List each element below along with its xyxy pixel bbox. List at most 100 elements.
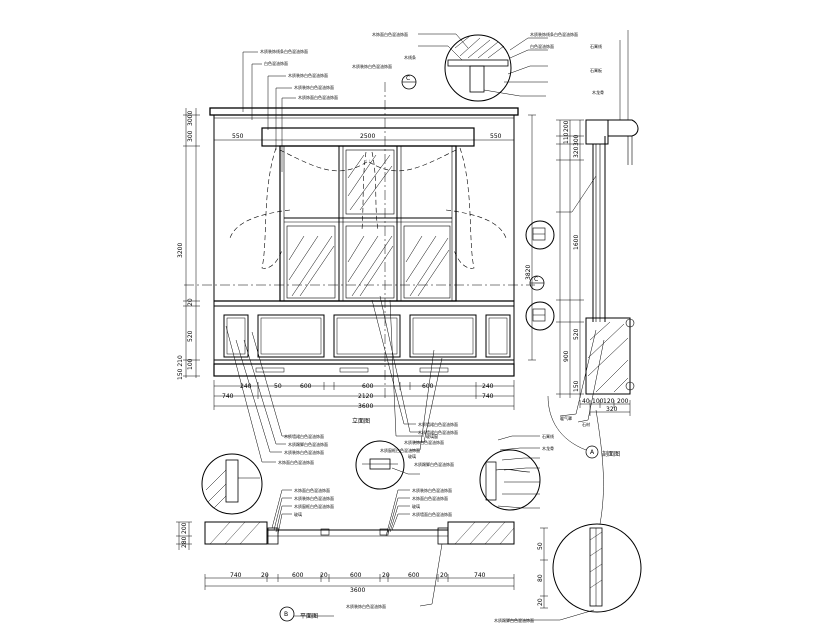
svg-text:木质墙裙白色混油饰面: 木质墙裙白色混油饰面 — [284, 433, 324, 439]
svg-text:300: 300 — [573, 134, 580, 146]
dim-bottom-row1: 240 50 600 600 600 240 — [240, 383, 494, 390]
svg-text:740: 740 — [474, 572, 486, 579]
svg-text:320: 320 — [606, 406, 618, 413]
svg-text:740: 740 — [222, 393, 234, 400]
svg-text:玻璃窗: 玻璃窗 — [426, 433, 438, 439]
svg-text:木质墙裙白色混油饰面: 木质墙裙白色混油饰面 — [418, 421, 458, 427]
plan-caption: 平面图 — [300, 613, 318, 620]
svg-text:200: 200 — [617, 398, 629, 405]
svg-text:木质装饰白色混油饰面: 木质装饰白色混油饰面 — [404, 439, 444, 445]
svg-text:20: 20 — [187, 298, 194, 306]
detail-br-dims: 50 80 20 — [537, 542, 544, 606]
svg-text:20: 20 — [261, 572, 269, 579]
svg-text:2120: 2120 — [358, 393, 373, 400]
svg-text:600: 600 — [408, 572, 420, 579]
side-section-view — [556, 30, 639, 423]
svg-text:木线条: 木线条 — [404, 54, 416, 60]
svg-text:木质窗框白色混油饰面: 木质窗框白色混油饰面 — [294, 503, 334, 509]
svg-text:20: 20 — [320, 572, 328, 579]
svg-text:木质装饰线条白色混油饰面: 木质装饰线条白色混油饰面 — [530, 31, 578, 37]
svg-text:600: 600 — [300, 383, 312, 390]
svg-text:白色混油饰面: 白色混油饰面 — [264, 60, 288, 66]
svg-text:200: 200 — [563, 120, 570, 132]
wainscot — [213, 300, 515, 377]
svg-text:石膏线: 石膏线 — [590, 43, 602, 49]
svg-text:20: 20 — [537, 598, 544, 606]
svg-text:木质墙裙白色混油饰面: 木质墙裙白色混油饰面 — [418, 429, 458, 435]
svg-text:木饰面白色混油饰面: 木饰面白色混油饰面 — [372, 31, 408, 37]
dim-top-right: 550 — [490, 133, 502, 140]
elevation-cornice — [209, 107, 519, 116]
svg-text:石膏线: 石膏线 — [542, 433, 554, 439]
svg-text:木龙骨: 木龙骨 — [592, 89, 604, 95]
detail-circle-plan-center — [355, 440, 420, 490]
callouts-elev-center: 木质墙裙白色混油饰面 玻璃窗 木质窗框白色混油饰面 — [380, 421, 458, 453]
svg-text:520: 520 — [573, 328, 580, 340]
window-frame — [279, 145, 457, 302]
svg-text:玻璃: 玻璃 — [294, 511, 302, 517]
svg-text:600: 600 — [362, 383, 374, 390]
svg-text:50: 50 — [537, 542, 544, 550]
section-marker-plan — [279, 606, 295, 622]
svg-text:520: 520 — [187, 330, 194, 342]
svg-text:900: 900 — [563, 350, 570, 362]
svg-text:100: 100 — [592, 398, 604, 405]
side-marker-label: A — [590, 449, 595, 456]
callout-bottom-right: 木质踢脚白色混油饰面 — [494, 617, 534, 623]
dim-total-width: 3600 — [358, 403, 373, 410]
svg-text:740: 740 — [230, 572, 242, 579]
plan-view — [176, 489, 515, 622]
svg-text:木质装饰线条白色混油饰面: 木质装饰线条白色混油饰面 — [260, 48, 308, 54]
svg-text:3000: 3000 — [187, 111, 194, 126]
svg-text:木质踢脚白色混油饰面: 木质踢脚白色混油饰面 — [414, 461, 454, 467]
callout-plan-bottom: 木质装饰白色混油饰面 — [346, 603, 386, 609]
curtains — [229, 147, 507, 269]
svg-text:600: 600 — [292, 572, 304, 579]
svg-text:石膏板: 石膏板 — [590, 67, 602, 73]
svg-text:300: 300 — [187, 130, 194, 142]
callouts-plan-left: 木饰面白色混油饰面 木质装饰白色混油饰面 木质窗框白色混油饰面 玻璃 — [294, 487, 334, 517]
svg-text:玻璃: 玻璃 — [408, 453, 416, 459]
svg-text:木质装饰白色混油饰面: 木质装饰白色混油饰面 — [294, 84, 334, 90]
svg-text:110: 110 — [563, 132, 570, 144]
svg-text:600: 600 — [350, 572, 362, 579]
svg-text:1600: 1600 — [573, 235, 580, 250]
elevation-dimensions — [183, 108, 536, 410]
detail-circle-side-upper — [525, 220, 555, 250]
svg-text:木质窗框白色混油饰面: 木质窗框白色混油饰面 — [380, 447, 420, 453]
dim-left-vertical: 3000 300 3200 20 520 100 150 210 — [177, 111, 194, 380]
detail-circle-bottom-right — [508, 409, 642, 621]
plan-marker-label: B — [284, 611, 288, 618]
svg-text:木饰面白色混油饰面: 木饰面白色混油饰面 — [278, 459, 314, 465]
svg-text:木饰面白色混油饰面: 木饰面白色混油饰面 — [294, 487, 330, 493]
detail-circle-top — [418, 33, 548, 102]
svg-text:木质墙面白色混油饰面: 木质墙面白色混油饰面 — [412, 511, 452, 517]
svg-text:740: 740 — [482, 393, 494, 400]
svg-text:120: 120 — [603, 398, 615, 405]
glass-hatch — [288, 154, 450, 297]
svg-text:木质装饰白色混油饰面: 木质装饰白色混油饰面 — [284, 449, 324, 455]
dim-top-center: 2500 — [360, 133, 375, 140]
dim-bottom-row2: 740 2120 740 — [222, 393, 494, 400]
svg-text:240: 240 — [482, 383, 494, 390]
svg-text:木质装饰白色混油饰面: 木质装饰白色混油饰面 — [288, 72, 328, 78]
plan-dims: 740 20 600 20 600 20 600 20 740 3600 200… — [181, 522, 486, 594]
svg-text:木龙骨: 木龙骨 — [542, 445, 554, 451]
svg-text:100: 100 — [187, 358, 194, 370]
callouts-top-right: 石膏线 石膏板 木龙骨 — [590, 43, 604, 95]
elevation-caption: 立面图 — [352, 417, 370, 425]
callouts-plan-right: 木质装饰白色混油饰面 木饰面白色混油饰面 玻璃 木质墙面白色混油饰面 — [412, 487, 452, 517]
callouts-elev-right: 木质墙裙白色混油饰面 木质装饰白色混油饰面 玻璃 木质踢脚白色混油饰面 — [404, 429, 458, 467]
svg-text:木质饰面白色混油饰面: 木质饰面白色混油饰面 — [298, 94, 338, 100]
svg-text:150 210: 150 210 — [177, 355, 184, 380]
detail-circle-side-lower — [525, 301, 555, 331]
svg-text:150: 150 — [573, 380, 580, 392]
svg-text:白色混油饰面: 白色混油饰面 — [530, 43, 554, 49]
svg-text:木质装饰白色混油饰面: 木质装饰白色混油饰面 — [352, 63, 392, 69]
callouts-top-left: 木质装饰线条白色混油饰面 白色混油饰面 木质装饰白色混油饰面 木质装饰白色混油饰… — [260, 48, 338, 100]
side-caption: 剖面图 — [602, 450, 620, 458]
callouts-side: 石膏线 木龙骨 暖气罩 石材 — [542, 415, 590, 451]
svg-text:200: 200 — [181, 522, 188, 534]
section-marker-right-label: C — [534, 276, 538, 283]
